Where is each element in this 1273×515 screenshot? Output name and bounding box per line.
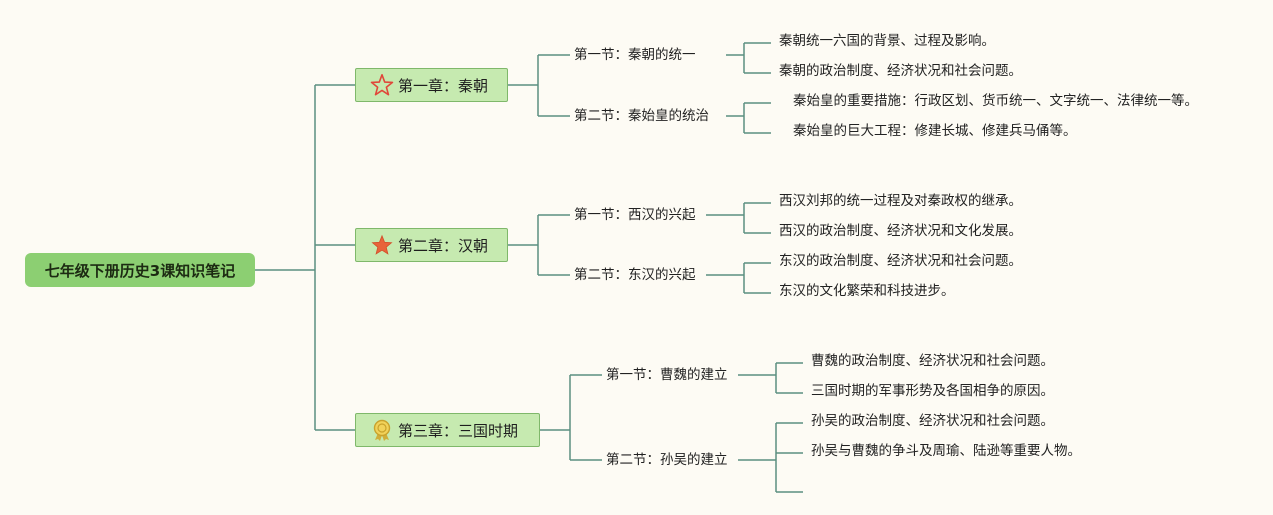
point-node[interactable]: 孙吴的政治制度、经济状况和社会问题。 <box>811 413 1054 429</box>
point-node[interactable]: 三国时期的军事形势及各国相争的原因。 <box>811 383 1054 399</box>
point-node[interactable]: 孙吴与曹魏的争斗及周瑜、陆逊等重要人物。 <box>811 443 1081 459</box>
star-filled-icon <box>370 233 394 257</box>
point-node[interactable]: 东汉的政治制度、经济状况和社会问题。 <box>779 253 1022 269</box>
chapter-label: 第一章：秦朝 <box>398 76 489 95</box>
point-node[interactable]: 秦朝的政治制度、经济状况和社会问题。 <box>779 63 1022 79</box>
section-node[interactable]: 第一节：秦朝的统一 <box>574 47 696 63</box>
point-node[interactable]: 秦朝统一六国的背景、过程及影响。 <box>779 33 995 49</box>
chapter-label: 第二章：汉朝 <box>398 236 489 255</box>
root-topic[interactable]: 七年级下册历史3课知识笔记 <box>25 253 255 287</box>
section-node[interactable]: 第二节：秦始皇的统治 <box>574 108 709 124</box>
point-node[interactable]: 秦始皇的巨大工程：修建长城、修建兵马俑等。 <box>793 123 1077 139</box>
section-node[interactable]: 第一节：曹魏的建立 <box>606 367 728 383</box>
point-node[interactable]: 秦始皇的重要措施：行政区划、货币统一、文字统一、法律统一等。 <box>793 93 1198 109</box>
chapter-node[interactable]: 第一章：秦朝 <box>355 68 508 102</box>
medal-icon <box>370 418 394 442</box>
chapter-node[interactable]: 第二章：汉朝 <box>355 228 508 262</box>
chapter-node[interactable]: 第三章：三国时期 <box>355 413 540 447</box>
point-node[interactable]: 西汉刘邦的统一过程及对秦政权的继承。 <box>779 193 1022 209</box>
point-node[interactable]: 曹魏的政治制度、经济状况和社会问题。 <box>811 353 1054 369</box>
section-node[interactable]: 第二节：孙吴的建立 <box>606 452 728 468</box>
point-node[interactable]: 西汉的政治制度、经济状况和文化发展。 <box>779 223 1022 239</box>
section-node[interactable]: 第一节：西汉的兴起 <box>574 207 696 223</box>
section-node[interactable]: 第二节：东汉的兴起 <box>574 267 696 283</box>
point-node[interactable]: 东汉的文化繁荣和科技进步。 <box>779 283 955 299</box>
star-outline-icon <box>370 73 394 97</box>
chapter-label: 第三章：三国时期 <box>398 421 519 440</box>
